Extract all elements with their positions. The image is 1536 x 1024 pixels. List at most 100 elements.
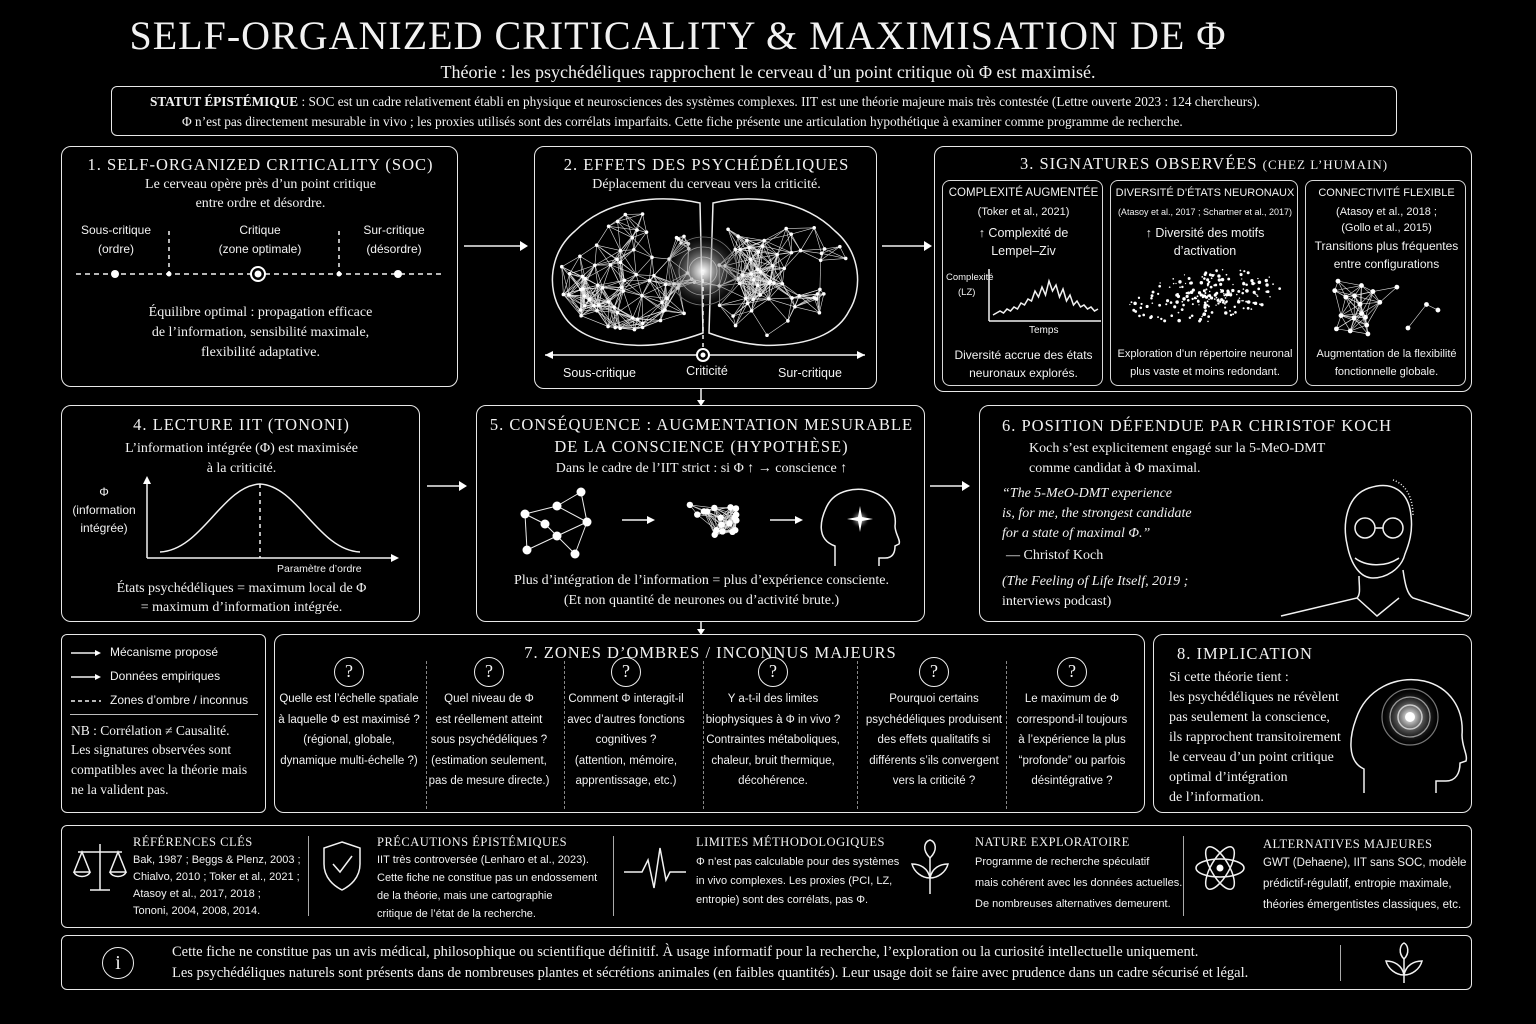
network-node	[775, 252, 780, 257]
network-edge	[661, 284, 666, 303]
network-edge	[750, 274, 754, 300]
network-edge	[608, 287, 622, 303]
scatter-point	[1158, 284, 1162, 288]
network-edge	[633, 249, 653, 258]
network-edge	[777, 252, 792, 255]
network-edge	[620, 249, 634, 263]
scatter-point	[1201, 315, 1203, 318]
network-edge	[782, 268, 785, 284]
scatter-point	[1132, 309, 1135, 312]
network-edge	[637, 295, 643, 320]
question-2-line: Quel niveau de Φ	[444, 693, 534, 705]
network-edge	[824, 248, 846, 259]
network-node	[608, 263, 613, 267]
network-edge	[1372, 286, 1397, 292]
shield-check-icon	[323, 841, 361, 891]
scatter-point	[1129, 303, 1131, 306]
scatter-point	[1257, 280, 1262, 285]
network-edge	[1379, 286, 1398, 303]
question-mark-icon: ?	[334, 657, 364, 687]
network-edge	[769, 268, 785, 284]
panel-6-desc-2: comme candidat à Φ maximal.	[1029, 461, 1201, 476]
network-node	[751, 277, 756, 282]
network-edge	[568, 294, 582, 316]
network-edge	[750, 259, 759, 286]
scatter-point	[1208, 298, 1210, 301]
scatter-point	[1239, 272, 1243, 277]
network-edge	[751, 298, 769, 312]
network-edge	[608, 301, 616, 328]
network-edge	[594, 262, 621, 266]
sprout-icon	[911, 839, 949, 894]
legend-nb-3: compatibles avec la théorie mais	[71, 762, 248, 777]
network-node	[640, 293, 644, 298]
panel-1-foot-1: Équilibre optimal : propagation efficace	[148, 305, 373, 320]
scatter-point	[1150, 294, 1154, 298]
scatter-point	[1151, 302, 1154, 304]
sig-b-ref: (Atasoy et al., 2017 ; Schartner et al.,…	[1117, 207, 1293, 217]
leaf-icon	[1385, 942, 1423, 983]
network-edge	[608, 225, 638, 231]
koch-quote-1: “The 5-MeO-DMT experience	[1002, 486, 1173, 501]
scatter-point	[1224, 297, 1227, 299]
network-edge	[1349, 313, 1362, 332]
scatter-point	[1172, 282, 1175, 285]
network-node	[733, 511, 740, 518]
question-4-line: Contraintes métaboliques,	[706, 734, 840, 746]
network-edge	[783, 252, 792, 269]
scatter-point	[1206, 282, 1210, 286]
network-edge	[594, 258, 618, 266]
network-edge	[757, 268, 785, 270]
network-node	[634, 272, 638, 277]
network-node	[520, 509, 530, 519]
panel-5-foot-2: (Et non quantité de neurones ou d’activi…	[563, 593, 840, 608]
panel-5-title-1: 5. CONSÉQUENCE : AUGMENTATION MESURABLE	[489, 415, 914, 434]
network-edge	[563, 294, 582, 316]
axis-label-sous-critique: Sous-critique	[563, 366, 636, 380]
network-edge	[589, 299, 609, 303]
panel-8-title: 8. IMPLICATION	[1177, 644, 1313, 663]
network-node	[732, 505, 740, 512]
scatter-point	[1157, 316, 1159, 319]
signature-diversite: DIVERSITÉ D’ÉTATS NEURONAUX (Atasoy et a…	[1110, 180, 1298, 386]
network-node	[618, 260, 623, 265]
network-node	[749, 272, 754, 276]
network-edge	[784, 250, 801, 269]
scatter-point	[1142, 313, 1146, 317]
network-node	[818, 258, 823, 263]
network-edge	[762, 245, 773, 266]
refs-key-title: RÉFÉRENCES CLÉS	[133, 835, 253, 849]
scatter-point	[1241, 291, 1244, 295]
network-edge	[764, 240, 778, 255]
network-edge	[610, 264, 637, 275]
network-edge	[579, 256, 596, 266]
phi-axis-label-2: (information	[72, 503, 136, 517]
network-node	[566, 293, 571, 297]
network-edge	[820, 258, 846, 261]
network-edge	[632, 231, 647, 238]
scatter-point	[1204, 291, 1207, 294]
scatter-point	[1137, 296, 1141, 299]
network-edge	[635, 257, 653, 275]
scatter-point	[1169, 301, 1173, 304]
scatter-point	[1177, 300, 1179, 302]
scatter-point	[1238, 297, 1241, 300]
network-edge	[625, 214, 633, 238]
network-node	[630, 316, 635, 320]
network-edge	[607, 307, 615, 327]
scatter-point	[1207, 294, 1212, 298]
network-edge	[773, 268, 785, 284]
network-edge	[762, 228, 787, 247]
statut-box: STATUT ÉPISTÉMIQUE : SOC est un cadre re…	[111, 86, 1397, 136]
network-node	[582, 304, 587, 308]
network-edge	[727, 229, 741, 250]
scatter-point	[1269, 295, 1271, 298]
network-edge	[641, 275, 655, 296]
scatter-point	[1177, 318, 1181, 323]
network-edge	[735, 310, 752, 326]
network-edge	[620, 237, 633, 263]
scatter-point	[1217, 302, 1220, 305]
refs-nature-line-2: mais cohérent avec les données actuelles…	[975, 877, 1183, 889]
network-edge	[633, 249, 637, 275]
network-edge	[753, 282, 775, 300]
